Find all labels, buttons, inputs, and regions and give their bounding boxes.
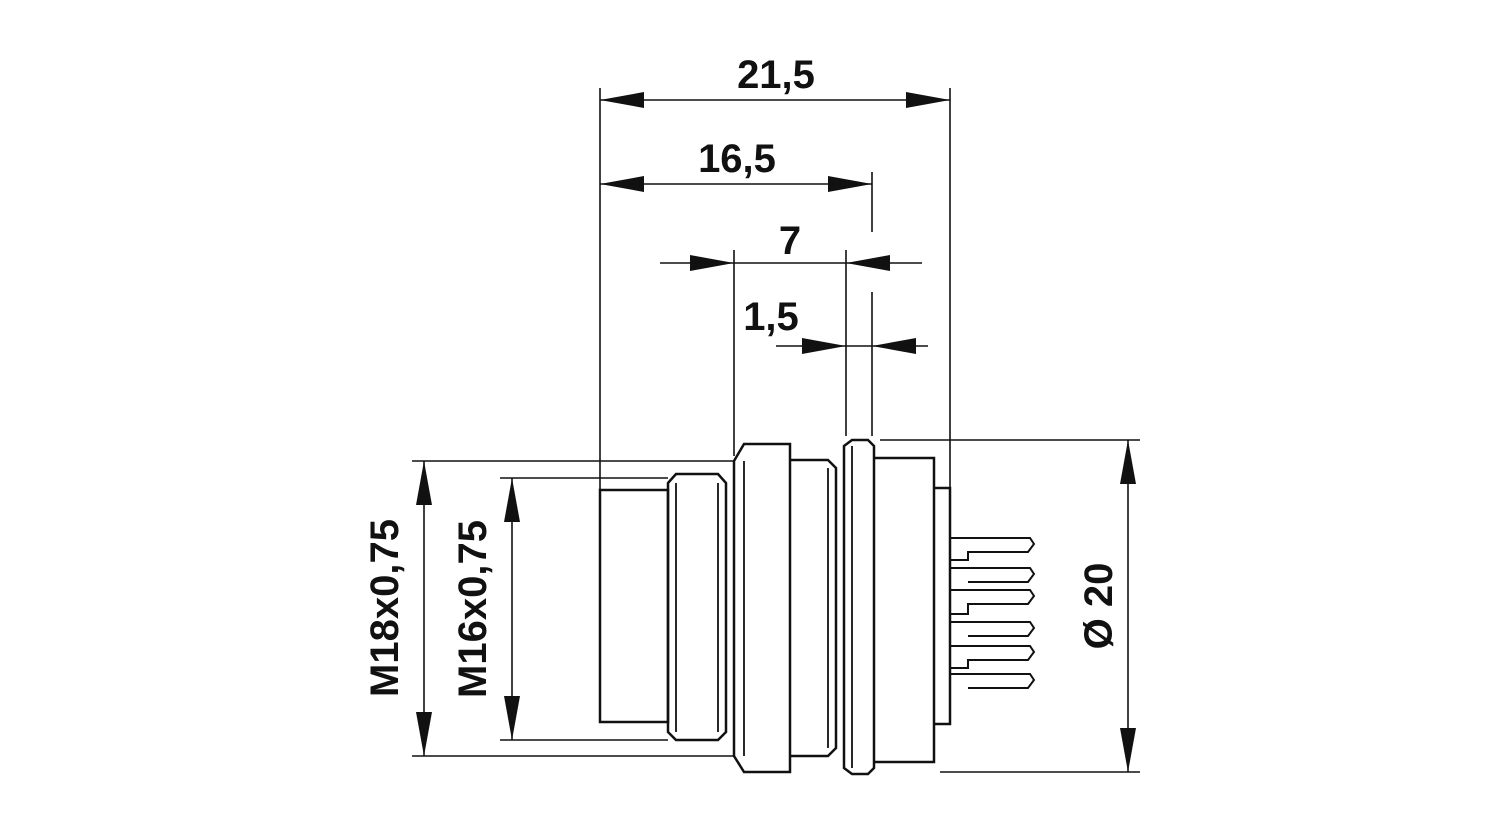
dimension-lines [416, 92, 1136, 772]
dimension-labels: 21,5 16,5 7 1,5 M18x0,75 M16x0,75 Ø 20 [363, 53, 1121, 698]
solder-pins [950, 537, 1036, 689]
label-thread-length: 7 [779, 219, 801, 263]
front-plug [598, 488, 670, 724]
rear-housing [874, 456, 952, 764]
connector-body [598, 438, 1036, 776]
m16-thread-sleeve [666, 472, 728, 742]
washer [790, 458, 838, 758]
label-flange-diameter: Ø 20 [1077, 563, 1121, 650]
extension-lines [412, 88, 1140, 773]
label-overall-length: 21,5 [737, 53, 815, 97]
flange [842, 438, 876, 776]
label-flange-thickness: 1,5 [743, 295, 799, 339]
m18-nut [732, 442, 792, 774]
label-outer-thread: M18x0,75 [363, 519, 407, 697]
label-length-to-flange: 16,5 [698, 137, 776, 181]
label-inner-thread: M16x0,75 [451, 520, 495, 698]
